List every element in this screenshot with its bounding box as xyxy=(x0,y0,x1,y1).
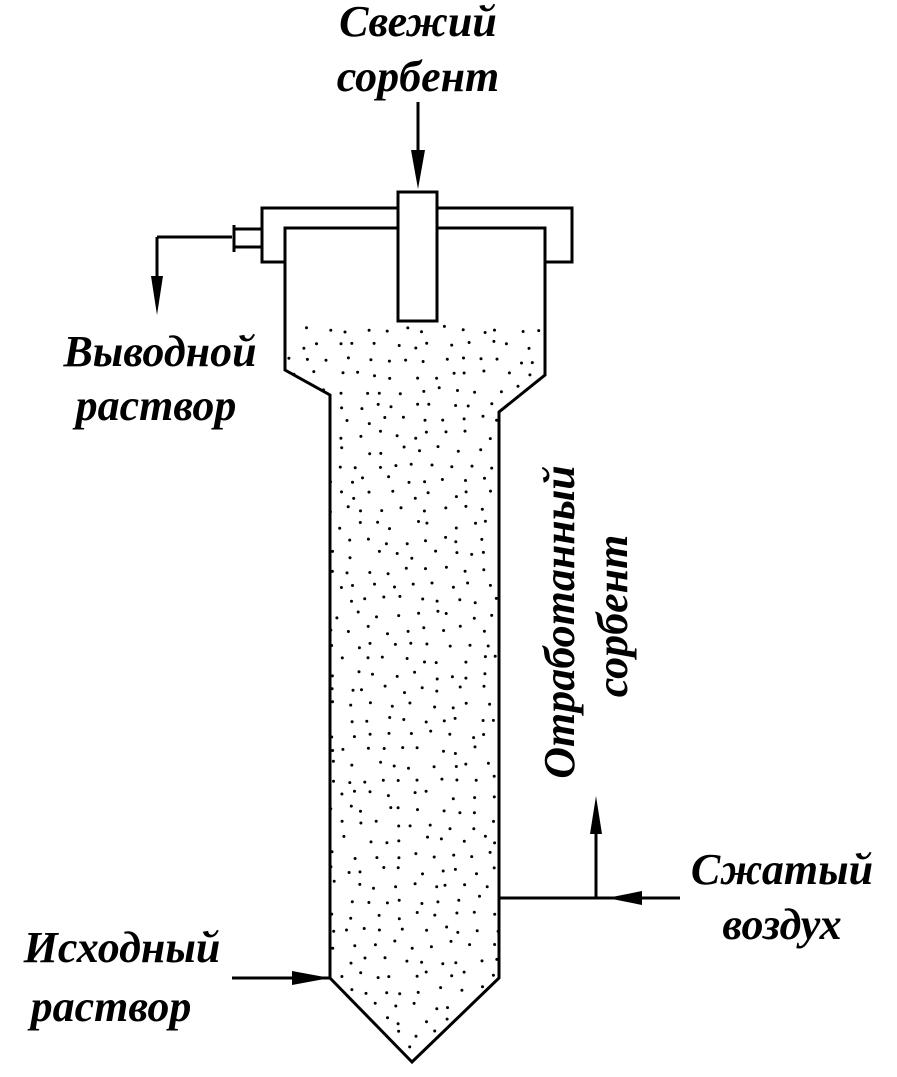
initial-solution-label-line2: раствор xyxy=(27,982,192,1031)
fresh-sorbent-label-line2: сорбент xyxy=(337,52,500,101)
outlet-solution-pipe xyxy=(151,225,264,315)
compressed-air-line xyxy=(499,891,680,905)
fresh-sorbent-arrow xyxy=(411,102,425,189)
initial-solution-inlet xyxy=(232,971,330,985)
spent-sorbent-label-line1: Отработанный xyxy=(535,465,584,778)
outlet-solution-label-line1: Выводной xyxy=(62,327,256,376)
initial-solution-label-line1: Исходный xyxy=(23,923,221,972)
compressed-air-label-line1: Сжатый xyxy=(691,845,873,894)
compressed-air-label-line2: воздух xyxy=(722,900,841,949)
outlet-solution-label-line2: раствор xyxy=(72,381,237,430)
spent-sorbent-label-line2: сорбент xyxy=(588,535,637,698)
column-body xyxy=(283,226,547,1065)
sorbent-feed-tube xyxy=(396,190,439,323)
fresh-sorbent-label-line1: Свежий xyxy=(339,0,497,46)
spent-sorbent-arrow xyxy=(590,796,602,898)
sorbent-bed xyxy=(285,324,545,1056)
